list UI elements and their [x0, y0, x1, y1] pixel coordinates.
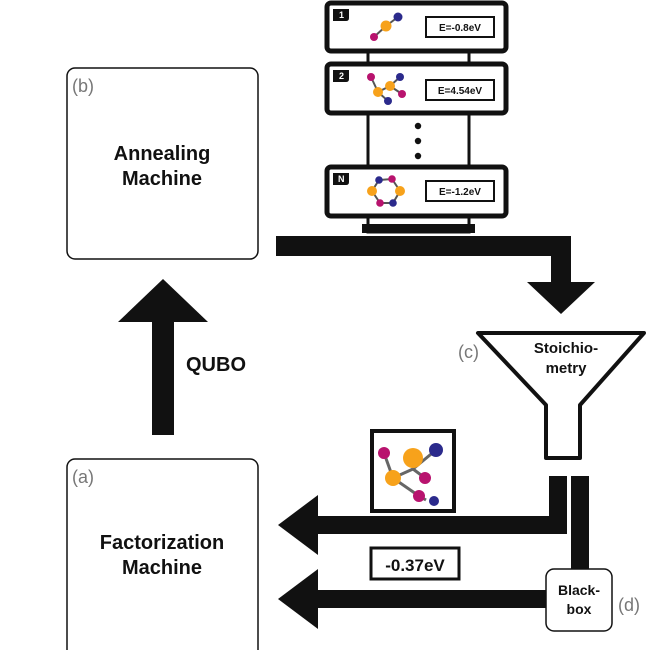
server-energy-label: E=-0.8eV: [439, 23, 481, 34]
panel-letter-a: (a): [72, 467, 94, 487]
more-servers-ellipsis: [414, 122, 422, 160]
server-index-tag: [333, 173, 349, 185]
molecule-icon: [370, 12, 403, 41]
qubo-arrow-head: [118, 279, 208, 322]
annealing-machine-panel: (b) Annealing Machine: [66, 67, 259, 260]
arrow-horizontal-segment: [318, 590, 547, 608]
arrow-head: [278, 495, 318, 555]
server-index-label: 1: [339, 10, 344, 20]
arrow-horizontal-segment: [276, 236, 571, 256]
factorization-machine-label-line2: Machine: [122, 557, 202, 579]
energy-output-arrow: [278, 476, 589, 629]
stoichiometry-label-line2: metry: [546, 360, 588, 377]
annealing-machine-box: [66, 67, 259, 260]
arrow-head: [527, 282, 595, 314]
qubo-arrow: [118, 279, 208, 435]
factorization-machine-box: [66, 458, 259, 650]
server-index-label: N: [338, 174, 345, 184]
structure-output-arrow: [278, 476, 567, 555]
server-index-tag: [333, 9, 349, 21]
blackbox-box: [545, 568, 613, 632]
arrow-horizontal-segment: [318, 516, 567, 534]
panel-letter-c: (c): [458, 342, 479, 362]
server-index-tag: [333, 70, 349, 82]
qubo-label: QUBO: [186, 354, 246, 376]
panel-letter-d: (d): [618, 595, 640, 615]
factorization-machine-panel: (a) Factorization Machine: [66, 458, 259, 650]
server-rack: 1 E=-0.8eV 2 E=4.54eV: [324, 0, 509, 234]
annealing-to-stoichiometry-arrow: [276, 236, 595, 314]
server-energy-label: E=-1.2eV: [439, 187, 481, 198]
factorization-machine-label-line1: Factorization: [100, 532, 224, 554]
arrow-vertical-segment: [571, 476, 589, 571]
annealing-machine-label-line1: Annealing: [114, 143, 211, 165]
server-energy-display: [425, 180, 495, 202]
server-unit-2: 2 E=4.54eV: [324, 61, 509, 116]
blackbox-label-line1: Black-: [558, 582, 600, 598]
arrow-vertical-segment: [551, 236, 571, 282]
blackbox-panel: Black- box (d): [545, 568, 640, 632]
server-case: [324, 164, 509, 219]
panel-letter-b: (b): [72, 76, 94, 96]
energy-value-frame: [369, 546, 461, 581]
molecule-structure-card: [370, 429, 456, 513]
arrow-head: [278, 569, 318, 629]
funnel-shape: [476, 331, 646, 460]
energy-value-label: -0.37eV: [385, 556, 445, 575]
molecule-card-frame: [370, 429, 456, 513]
server-unit-n: N E=-1.2eV: [324, 164, 509, 219]
server-index-label: 2: [339, 71, 344, 81]
energy-value-box: -0.37eV: [369, 546, 461, 581]
molecule-icon: [367, 73, 406, 105]
ring-molecule-icon: [367, 175, 405, 207]
server-energy-label: E=4.54eV: [438, 86, 483, 97]
stoichiometry-label-line1: Stoichio-: [534, 340, 598, 357]
rack-base: [362, 224, 475, 233]
molecule-icon: [378, 443, 443, 506]
blackbox-label-line2: box: [567, 601, 592, 617]
annealing-machine-label-line2: Machine: [122, 168, 202, 190]
server-energy-display: [425, 79, 495, 101]
server-energy-display: [425, 16, 495, 38]
qubo-arrow-shaft: [152, 318, 174, 435]
stoichiometry-funnel: Stoichio- metry (c): [458, 331, 646, 460]
server-unit-1: 1 E=-0.8eV: [324, 0, 509, 54]
